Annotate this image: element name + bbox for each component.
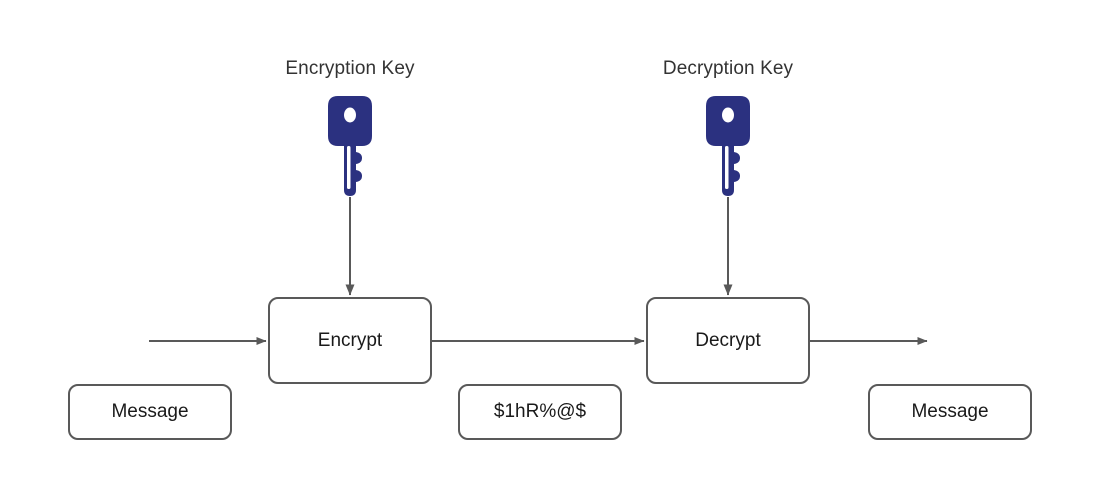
input-message-label: Message (111, 401, 189, 422)
encrypt-node-label: Encrypt (317, 329, 383, 351)
input-message-node[interactable]: Message (68, 384, 232, 440)
output-message-label: Message (911, 401, 989, 422)
encryption-key-icon (328, 96, 372, 203)
decryption-key-label: Decryption Key (662, 58, 794, 79)
output-message-node[interactable]: Message (868, 384, 1032, 440)
decryption-key-icon (706, 96, 750, 203)
ciphertext-node[interactable]: $1hR%@$ (458, 384, 622, 440)
decrypt-node-label: Decrypt (695, 329, 761, 351)
encryption-key-label: Encryption Key (285, 58, 415, 79)
encrypt-node[interactable]: Encrypt (268, 297, 432, 384)
decrypt-node[interactable]: Decrypt (646, 297, 810, 384)
ciphertext-label: $1hR%@$ (493, 401, 587, 422)
